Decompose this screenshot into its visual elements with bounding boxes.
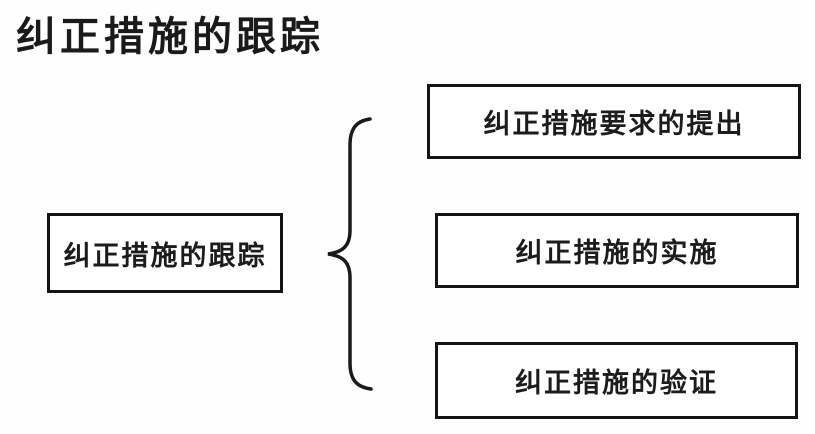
root-node-box: 纠正措施的跟踪	[47, 213, 283, 293]
child-box-proposal-label: 纠正措施要求的提出	[483, 109, 745, 139]
child-box-verification-label: 纠正措施的验证	[515, 368, 718, 398]
root-node-label: 纠正措施的跟踪	[63, 240, 267, 271]
child-box-implementation-label: 纠正措施的实施	[515, 238, 719, 268]
child-box-verification: 纠正措施的验证	[435, 342, 798, 419]
child-box-implementation: 纠正措施的实施	[435, 213, 799, 288]
page-title: 纠正措施的跟踪	[16, 15, 324, 59]
child-box-proposal: 纠正措施要求的提出	[427, 84, 801, 159]
curly-brace-icon	[322, 114, 374, 394]
